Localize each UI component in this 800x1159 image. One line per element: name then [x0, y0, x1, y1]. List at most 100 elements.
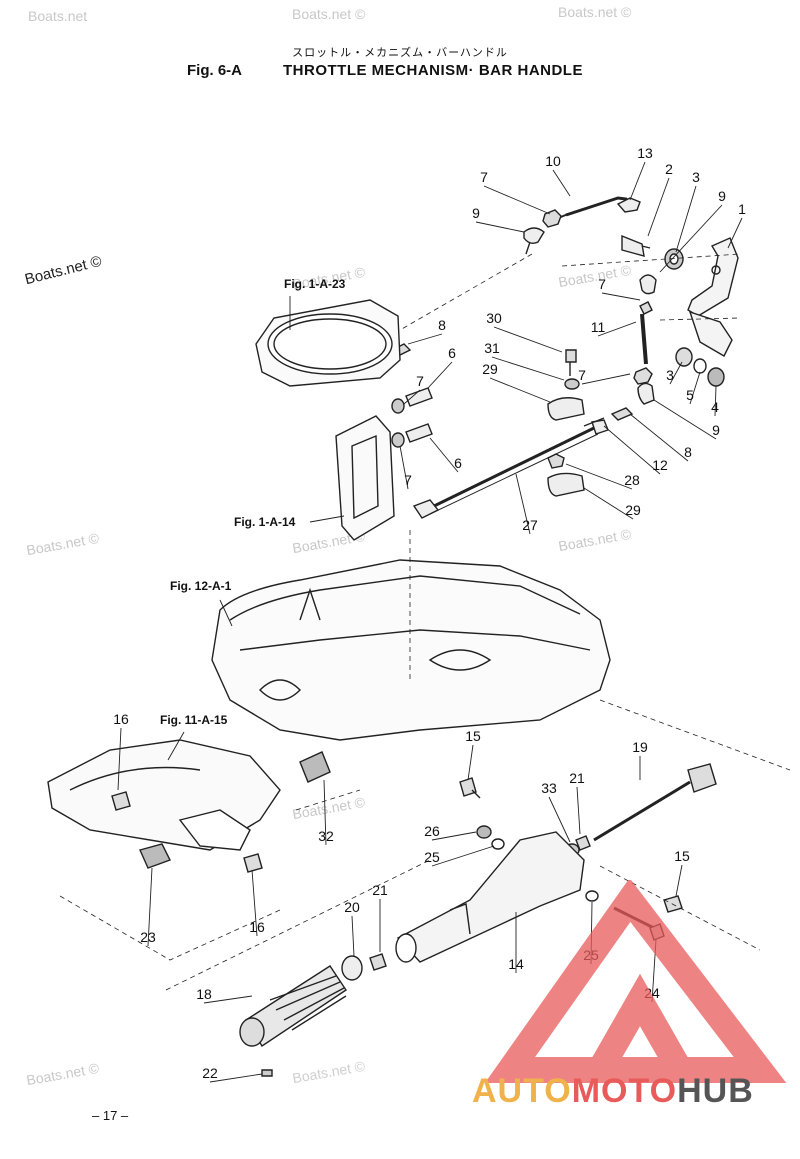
automotohub-wordmark: AUTOMOTOHUB: [472, 1072, 754, 1110]
alignment-lines: [59, 253, 791, 991]
callout-number: 7: [404, 472, 412, 488]
leader-line: [597, 321, 637, 337]
part-31-washer: [564, 378, 580, 390]
leader-line: [493, 326, 563, 353]
callout-number: 9: [712, 422, 720, 438]
callout-number: 6: [454, 455, 462, 471]
callout-number: 16: [113, 711, 129, 727]
part-5-washer: [693, 358, 707, 374]
part-18-grip: [239, 965, 347, 1047]
part-7-nut-mid: [633, 367, 653, 385]
part-6-bolt: [405, 387, 433, 443]
leader-line: [647, 177, 670, 237]
callout-number: 26: [424, 823, 440, 839]
leader-line: [675, 864, 683, 897]
callout-number: 1: [738, 201, 746, 217]
part-20-collar: [341, 955, 363, 981]
part-2-bolt: [621, 234, 651, 257]
watermark: Boats.net: [28, 8, 88, 24]
leader-line: [629, 161, 646, 201]
callout-number: 13: [637, 145, 653, 161]
part-29-clamp: [547, 397, 585, 497]
leader-line: [601, 292, 641, 301]
leader-line: [403, 389, 421, 405]
callout-number: 8: [684, 444, 692, 460]
part-19-throttle-shaft: [593, 763, 717, 842]
callout-number: 29: [482, 361, 498, 377]
page-number: – 17 –: [92, 1108, 129, 1123]
callout-number: 7: [416, 373, 424, 389]
part-1-throttle-lever: [687, 237, 739, 357]
leader-line: [147, 867, 153, 947]
leader-line: [659, 204, 723, 273]
callout-number: 22: [202, 1065, 218, 1081]
part-23-bushing: [139, 843, 171, 869]
part-16-bolt: [111, 791, 263, 873]
leader-line: [489, 377, 551, 403]
part-26-nut: [476, 825, 492, 839]
callout-number: 14: [508, 956, 524, 972]
part-4-nut: [707, 367, 725, 387]
figure-reference: Fig. 11-A-15: [160, 713, 228, 727]
callout-number: 2: [665, 161, 673, 177]
reference-leader: [167, 731, 185, 761]
leader-line: [727, 217, 743, 249]
callout-number: 20: [344, 899, 360, 915]
callout-number: 3: [666, 367, 674, 383]
part-9-ball-joint-upper: [639, 274, 657, 295]
callout-number: 4: [711, 399, 719, 415]
callout-number: 30: [486, 310, 502, 326]
callout-number: 9: [472, 205, 480, 221]
part-32-bushing: [299, 751, 331, 783]
part-27-cable: [412, 417, 605, 519]
part-25-washer: [491, 838, 599, 902]
callout-number: 15: [465, 728, 481, 744]
reference-leader: [309, 515, 345, 523]
leader-line: [581, 373, 631, 385]
callout-number: 25: [424, 849, 440, 865]
leader-line: [427, 361, 453, 389]
callout-number: 32: [318, 828, 334, 844]
leader-line: [117, 727, 122, 791]
automotohub-logo: [484, 880, 787, 1083]
figure-reference: Fig. 1-A-23: [284, 277, 346, 291]
leader-line: [603, 425, 661, 475]
leader-line: [467, 744, 474, 781]
callout-number: 16: [249, 919, 265, 935]
leader-line: [475, 221, 525, 233]
leader-line: [209, 1073, 263, 1083]
leader-line: [203, 995, 253, 1004]
leader-line: [576, 786, 581, 835]
callout-number: 33: [541, 780, 557, 796]
leader-line: [583, 487, 634, 520]
figure-title: THROTTLE MECHANISM· BAR HANDLE: [283, 62, 583, 79]
leader-line: [399, 445, 409, 490]
callout-number: 21: [372, 882, 388, 898]
callout-number: 23: [140, 929, 156, 945]
part-9-ball-joint-lower: [637, 382, 655, 405]
callout-number: 27: [522, 517, 538, 533]
leader-line: [491, 356, 565, 381]
callout-number: 8: [438, 317, 446, 333]
callout-number: 7: [480, 169, 488, 185]
leader-line: [515, 473, 531, 535]
leader-line: [431, 831, 477, 841]
part-9-ball-joint: [523, 227, 545, 255]
leader-line: [429, 437, 459, 473]
leader-line: [669, 361, 683, 385]
part-10-rod: [555, 196, 632, 220]
callout-number: 29: [625, 502, 641, 518]
callout-number: 6: [448, 345, 456, 361]
part-13-clip: [616, 197, 641, 213]
callout-number: 12: [652, 457, 668, 473]
callout-number: 21: [569, 770, 585, 786]
part-28-clip: [547, 453, 565, 469]
part-11-stud: [639, 301, 653, 365]
japanese-title: スロットル・メカニズム・バーハンドル: [292, 46, 508, 59]
part-3-washer: [664, 248, 684, 270]
part-3-washer-lower: [675, 347, 693, 367]
leader-line: [565, 463, 633, 490]
figure-reference: Fig. 12-A-1: [170, 579, 232, 593]
